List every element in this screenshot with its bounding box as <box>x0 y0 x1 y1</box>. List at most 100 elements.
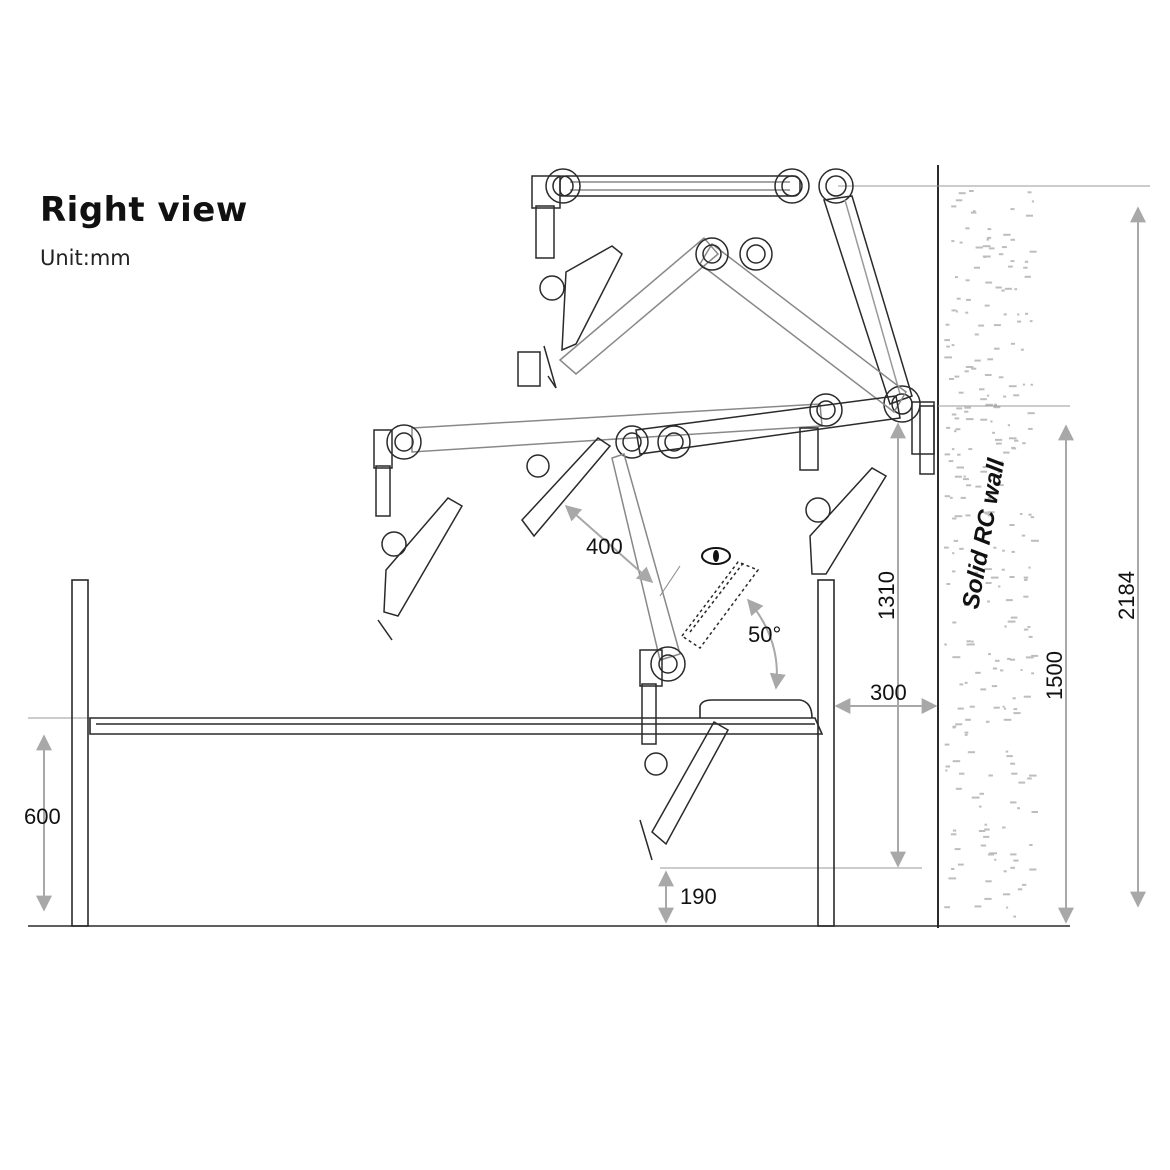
wall-speck <box>975 485 982 488</box>
arm-position-lower <box>373 393 901 641</box>
wall-speck <box>964 731 969 734</box>
wall-speck <box>950 833 957 836</box>
wall-speck <box>1014 439 1019 442</box>
wall-speck <box>987 497 991 499</box>
wall-speck <box>984 828 990 831</box>
wall-speck <box>949 378 954 380</box>
wall-speck <box>1020 348 1024 351</box>
wall-speck <box>955 787 962 790</box>
wall-speck <box>944 339 950 342</box>
wall-speck <box>980 844 987 847</box>
wall-speck <box>945 769 948 772</box>
wall-speck <box>978 324 985 327</box>
wall-speck <box>946 583 951 585</box>
bed <box>71 579 835 927</box>
wall-speck <box>1009 437 1017 440</box>
wall-speck <box>964 406 971 409</box>
wall-speck <box>987 514 993 517</box>
wall-speck <box>979 388 985 391</box>
wall-speck <box>978 830 986 832</box>
wall-speck <box>991 685 998 688</box>
wall-speck <box>956 466 964 469</box>
wall-speck <box>995 286 1002 289</box>
dim-1500: 1500 <box>1042 651 1067 700</box>
wall-speck <box>966 418 974 421</box>
wall-speck <box>1028 635 1033 638</box>
wall-speck <box>994 858 997 861</box>
wall-speck <box>994 347 1000 350</box>
arm-position-top <box>531 168 913 405</box>
wall-speck <box>987 236 992 239</box>
wall-speck <box>1010 616 1018 619</box>
wall-speck <box>1010 853 1017 856</box>
arm-position-down <box>611 453 730 861</box>
wall-speck <box>954 375 960 378</box>
wall-speck <box>993 324 1001 327</box>
wall-speck <box>959 241 963 244</box>
wall-speck <box>1012 697 1016 700</box>
wall-speck <box>964 681 968 684</box>
wall-speck <box>1011 550 1015 553</box>
wall-speck <box>999 461 1004 464</box>
wall-speck <box>964 370 969 373</box>
wall-speck <box>973 210 976 213</box>
wall-speck <box>980 418 988 421</box>
tablet-holder-center <box>521 437 612 538</box>
wall-speck <box>966 298 971 301</box>
wall-speck <box>951 344 955 347</box>
wall-speck <box>944 453 951 456</box>
wall-speck <box>960 496 966 499</box>
dim-300: 300 <box>870 680 907 705</box>
wall-speck <box>969 643 975 646</box>
wall-speck <box>987 358 994 361</box>
wall-speck <box>951 448 955 451</box>
wall-speck <box>980 398 987 401</box>
wall-speck <box>1023 595 1029 598</box>
wall-speck <box>962 478 969 481</box>
wall-speck <box>979 792 984 795</box>
wall-bracket <box>911 401 935 455</box>
wall-speck <box>1014 288 1018 291</box>
eye-icon <box>701 547 731 565</box>
dim-1310: 1310 <box>874 571 899 620</box>
wall-speck <box>1031 200 1034 203</box>
wall-speck <box>946 345 950 348</box>
wall-speck <box>1022 383 1025 386</box>
page-title: Right view <box>40 190 248 230</box>
wall-speck <box>987 511 995 514</box>
wall-speck <box>990 420 993 423</box>
wall-speck <box>1031 811 1038 813</box>
wall-speck <box>1022 442 1026 445</box>
wall-speck <box>1030 383 1033 386</box>
wall-speck <box>1004 707 1007 710</box>
wall-speck <box>950 496 953 499</box>
wall-speck <box>1000 669 1004 672</box>
wall-speck <box>1027 777 1032 780</box>
wall-speck <box>951 205 957 208</box>
wall-speck <box>985 582 992 584</box>
wall-speck <box>982 255 991 258</box>
wall-speck <box>982 466 988 469</box>
wall-speck <box>986 394 990 397</box>
wall-speck <box>964 733 968 736</box>
wall-speck <box>951 868 955 870</box>
pillow <box>699 699 813 719</box>
dim-190: 190 <box>680 884 717 909</box>
unit-label: Unit:mm <box>40 246 131 270</box>
wall-speck <box>1005 750 1009 753</box>
wall-speck <box>978 805 982 808</box>
wall-speck <box>1010 260 1015 263</box>
wall-speck <box>945 323 950 326</box>
wall-speck <box>1013 915 1016 918</box>
wall-speck <box>951 309 957 312</box>
wall-speck <box>1001 568 1005 571</box>
wall-speck <box>952 517 957 520</box>
wall-speck <box>983 835 990 838</box>
wall-speck <box>1009 524 1015 526</box>
wall-speck <box>1003 313 1007 316</box>
wall-speck <box>970 211 977 214</box>
wall-speck <box>1023 628 1029 631</box>
wall-speck <box>1007 620 1016 623</box>
wall-speck <box>953 539 959 542</box>
wall-speck <box>966 640 972 643</box>
